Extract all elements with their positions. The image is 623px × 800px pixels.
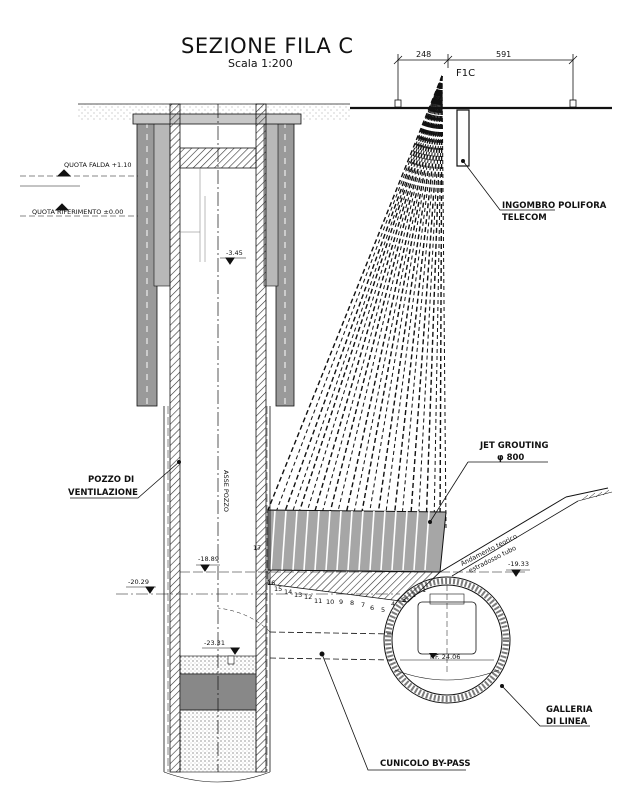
polifora-label-line2: TELECOM	[502, 213, 547, 223]
column-number: 4	[391, 600, 395, 608]
column-number: 6	[370, 604, 374, 612]
jet-grouting-fan	[267, 75, 447, 529]
polifora-label-line1: INGOMBRO POLIFORA	[502, 201, 607, 211]
column-number: 15	[274, 585, 282, 593]
level-2331: -23.31	[204, 639, 225, 647]
bypass-tunnel	[217, 607, 466, 771]
level-falda: QUOTA FALDA +1.10	[64, 161, 132, 169]
dimension-right: 591	[496, 50, 511, 59]
shaft-structure	[132, 103, 302, 783]
shaft-axis-label: ASSE POZZO	[222, 470, 230, 512]
jet-grouting-label-line1: JET GROUTING	[479, 441, 548, 451]
column-number: 2	[412, 591, 416, 599]
level-riferimento: QUOTA RIFERIMENTO ±0.00	[32, 208, 123, 216]
column-number: 9	[339, 598, 343, 606]
column-number: 10	[326, 598, 334, 606]
galleria-label-line1: GALLERIA	[546, 705, 593, 715]
level-1889: -18.89	[198, 555, 219, 563]
cunicolo-label: CUNICOLO BY-PASS	[380, 759, 471, 769]
column-number: 8	[350, 599, 354, 607]
level-1933: -19.33	[508, 560, 529, 568]
jet-grouting-label-line2: φ 800	[497, 453, 524, 463]
pf-label: P.F. 24.06	[430, 653, 460, 661]
dimension-left: 248	[416, 50, 431, 59]
line-tunnel	[383, 576, 590, 727]
column-number: 16	[267, 579, 275, 587]
pozzo-label-line1: POZZO DI	[88, 475, 134, 485]
column-number: 11	[314, 597, 322, 605]
polifora-telecom	[456, 109, 555, 211]
level-2029: -20.29	[128, 578, 149, 586]
drawing-scale: Scala 1:200	[228, 57, 293, 70]
level-markers	[20, 169, 530, 655]
drawing-title: SEZIONE FILA C	[181, 34, 354, 58]
column-number: 14	[284, 588, 292, 596]
pile-label: F1C	[456, 68, 475, 79]
column-number: 12	[304, 593, 312, 601]
pozzo-leader	[70, 460, 181, 499]
level-345: -3.45	[226, 249, 243, 257]
column-number: 5	[381, 606, 385, 614]
column-number: 7	[361, 601, 365, 609]
dimension-line	[393, 54, 578, 108]
jet-grouting-block	[267, 461, 548, 603]
column-number: 13	[294, 591, 302, 599]
pipe-extrados-line	[439, 487, 613, 577]
pozzo-label-line2: VENTILAZIONE	[68, 488, 138, 498]
galleria-label-line2: DI LINEA	[546, 717, 588, 727]
